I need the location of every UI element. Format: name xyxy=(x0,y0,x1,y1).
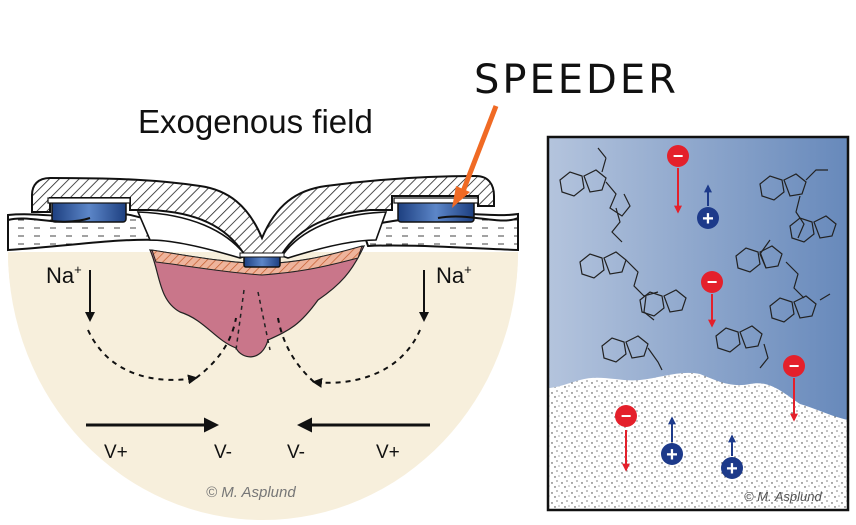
pedot-chain xyxy=(759,169,828,239)
pedot-chain xyxy=(715,325,769,369)
negative-ion: − xyxy=(701,271,723,328)
current-path-right-rise xyxy=(277,317,315,383)
wound-field-line xyxy=(257,291,271,351)
electrode-left-contact xyxy=(47,197,131,204)
negative-ion: − xyxy=(667,145,689,214)
pedot-chain xyxy=(559,169,631,243)
electrode-right-contact xyxy=(393,197,479,204)
copyright-left: © M. Asplund xyxy=(206,484,296,501)
svg-text:+: + xyxy=(702,208,714,230)
pedot-chain xyxy=(601,335,663,371)
tissue-fill xyxy=(8,252,518,520)
wound-field-line xyxy=(235,289,245,351)
pedot-chain xyxy=(769,293,831,323)
v-minus-left-label: V- xyxy=(214,442,232,463)
na-ion-label-right: Na+ xyxy=(436,262,472,288)
negative-ion: − xyxy=(615,405,637,472)
svg-text:−: − xyxy=(707,272,718,292)
pedot-chains xyxy=(559,147,837,371)
polymer-region xyxy=(548,137,848,420)
speeder-pointer-arrow xyxy=(459,105,499,195)
speeder-pointer-head xyxy=(452,186,470,208)
speeder-title: SPEEDER xyxy=(474,57,679,103)
electrode-center-contact xyxy=(239,252,285,258)
copyright-right: © M. Asplund xyxy=(744,489,823,504)
skin-surface-right xyxy=(437,215,519,222)
positive-ion: + xyxy=(661,416,683,466)
v-plus-right-label: V+ xyxy=(376,442,400,463)
pedot-chain xyxy=(597,147,607,173)
polymer-detail-panel: − − − − + + + xyxy=(546,135,850,512)
exogenous-field-label: Exogenous field xyxy=(138,103,373,140)
pedot-chain xyxy=(579,251,659,321)
svg-text:−: − xyxy=(673,146,684,166)
wound-diagram: Na+ Na+ V+ V- V- V+ © M. Asplund xyxy=(7,174,519,520)
skin-surface-left xyxy=(7,217,91,223)
v-minus-right-label: V- xyxy=(287,442,305,463)
pedot-chain xyxy=(735,245,805,299)
svg-text:+: + xyxy=(666,444,678,466)
svg-text:+: + xyxy=(726,458,738,480)
pedot-chain xyxy=(639,289,687,317)
v-plus-left-label: V+ xyxy=(104,442,128,463)
negative-ion: − xyxy=(783,355,805,422)
svg-text:−: − xyxy=(789,356,800,376)
svg-text:−: − xyxy=(621,406,632,426)
current-path-right xyxy=(312,329,421,388)
na-ion-label-left: Na+ xyxy=(46,262,82,288)
panel-frame xyxy=(546,135,850,512)
positive-ion: + xyxy=(697,184,719,230)
granulation-layer xyxy=(151,245,363,276)
positive-ion: + xyxy=(721,434,743,480)
